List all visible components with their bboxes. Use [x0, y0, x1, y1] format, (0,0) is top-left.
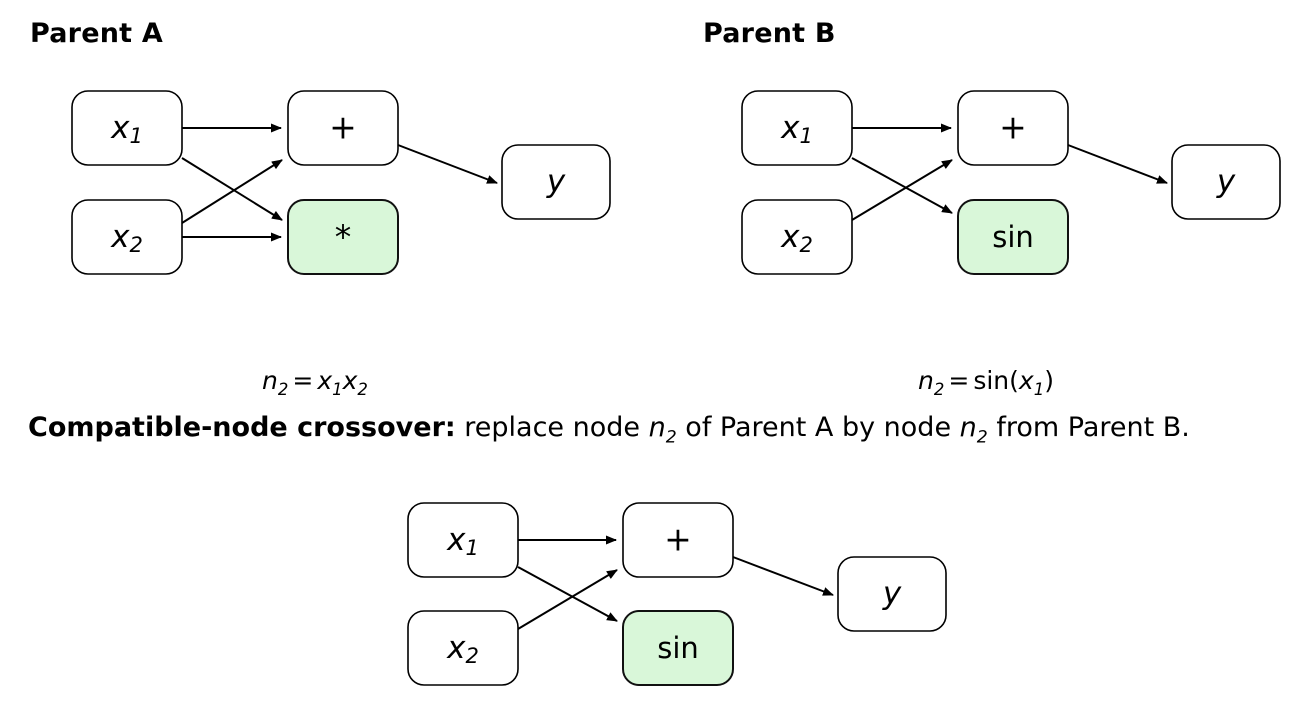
caption-lead: Compatible-node crossover: — [28, 412, 456, 443]
edge-plus-y — [1067, 144, 1168, 184]
node-x2[interactable]: x2 — [407, 610, 519, 686]
child-graph: x1 x2 + sin y — [390, 487, 990, 710]
node-sin-label: sin — [657, 631, 699, 665]
svg-text:x1: x1 — [110, 110, 143, 149]
node-x1-subscript: 1 — [799, 123, 812, 148]
svg-text:x1: x1 — [446, 522, 479, 561]
equation-a-rhs-2: x — [342, 366, 358, 395]
caption-node-sub-2: 2 — [976, 427, 988, 448]
parent-a-title: Parent A — [30, 18, 163, 49]
node-x2-label: x — [780, 219, 800, 255]
parent-b-equation: n2=sin(x1) — [918, 368, 1054, 399]
node-x1-label: x — [780, 110, 800, 146]
node-plus-label: + — [329, 108, 357, 147]
node-x1[interactable]: x1 — [407, 502, 519, 578]
equation-b-open-paren: ( — [1009, 366, 1019, 395]
node-y[interactable]: y — [1171, 144, 1281, 220]
edge-x2-plus — [517, 569, 618, 630]
node-x1-label: x — [446, 522, 466, 558]
equation-b-arg: x — [1018, 366, 1034, 395]
node-x1[interactable]: x1 — [71, 90, 183, 166]
node-y-label: y — [1216, 164, 1236, 200]
node-times-label: * — [335, 218, 352, 257]
equation-a-rhs-1-sub: 1 — [332, 380, 343, 399]
node-plus[interactable]: + — [622, 502, 734, 578]
node-x1-subscript: 1 — [465, 535, 478, 560]
node-plus[interactable]: + — [957, 90, 1069, 166]
node-y-label: y — [546, 164, 566, 200]
edge-x1-sin — [517, 566, 618, 622]
parent-b-title: Parent B — [703, 18, 836, 49]
parent-a-graph: x1 x2 + * y — [0, 0, 660, 300]
node-plus-label: + — [999, 108, 1027, 147]
node-x2[interactable]: x2 — [741, 199, 853, 275]
node-x1-label: x — [110, 110, 130, 146]
svg-text:x2: x2 — [780, 219, 813, 258]
caption-part-1: replace node — [455, 412, 649, 443]
node-x2-subscript: 2 — [129, 232, 142, 257]
edge-x1-sin — [851, 157, 953, 214]
equation-b-lhs: n — [918, 366, 934, 395]
caption-node-symbol-1: n — [648, 412, 666, 443]
equation-b-function: sin — [973, 366, 1010, 395]
equation-b-arg-sub: 1 — [1033, 380, 1045, 399]
node-plus-label: + — [664, 520, 692, 559]
node-y[interactable]: y — [837, 556, 947, 632]
edge-x1-times — [181, 157, 283, 221]
svg-text:x1: x1 — [780, 110, 813, 149]
edge-plus-y — [732, 556, 834, 596]
parent-a-equation: n2=x1x2 — [262, 368, 368, 399]
node-x2-label: x — [110, 219, 130, 255]
equation-a-rhs-2-sub: 2 — [357, 380, 368, 399]
node-x2-label: x — [446, 630, 466, 666]
equation-b-close-paren: ) — [1044, 366, 1054, 395]
node-x1[interactable]: x1 — [741, 90, 853, 166]
edge-plus-y — [397, 144, 498, 184]
equation-a-equals: = — [292, 366, 314, 395]
node-x2[interactable]: x2 — [71, 199, 183, 275]
caption-node-symbol-2: n — [959, 412, 977, 443]
equation-b-equals: = — [948, 366, 970, 395]
node-sin-highlighted[interactable]: sin — [622, 610, 734, 686]
equation-a-rhs-1: x — [317, 366, 333, 395]
node-x2-subscript: 2 — [465, 643, 478, 668]
equation-a-lhs: n — [262, 366, 278, 395]
node-times-highlighted[interactable]: * — [287, 199, 399, 275]
parent-b-graph: x1 x2 + sin y — [670, 0, 1316, 300]
node-x1-subscript: 1 — [129, 123, 142, 148]
node-plus[interactable]: + — [287, 90, 399, 166]
node-sin-label: sin — [992, 220, 1034, 254]
svg-text:x2: x2 — [446, 630, 479, 669]
caption-part-2: of Parent A by node — [676, 412, 960, 443]
node-y[interactable]: y — [501, 144, 611, 220]
node-y-label: y — [882, 576, 902, 612]
caption-part-3: from Parent B. — [987, 412, 1190, 443]
node-sin-highlighted[interactable]: sin — [957, 199, 1069, 275]
caption: Compatible-node crossover: replace node … — [28, 411, 1284, 449]
edge-x2-plus — [851, 159, 953, 221]
equation-b-lhs-sub: 2 — [933, 380, 945, 399]
caption-node-sub-1: 2 — [665, 427, 677, 448]
edge-x2-plus — [181, 159, 283, 224]
equation-a-lhs-sub: 2 — [277, 380, 289, 399]
svg-text:x2: x2 — [110, 219, 143, 258]
node-x2-subscript: 2 — [799, 232, 812, 257]
